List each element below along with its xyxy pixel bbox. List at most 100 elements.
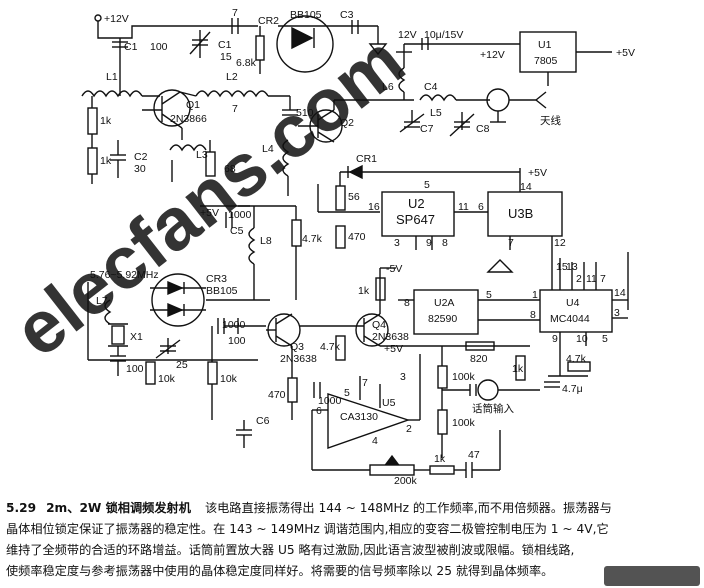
label-bb105a: BB105	[290, 9, 322, 21]
label-u4: U4	[566, 297, 580, 309]
label-c1b-val: 15	[220, 51, 232, 63]
label-l1: L1	[106, 71, 118, 83]
label-c4: C4	[424, 81, 438, 93]
label-u2-part: SP647	[396, 212, 435, 227]
label-r1k-e: 1k	[434, 453, 446, 465]
label-cap10u: 10μ/15V	[424, 29, 463, 41]
label-c1000a: 1000	[228, 209, 252, 221]
label-r1k-a: 1k	[100, 115, 112, 127]
label-cr1: CR1	[356, 153, 377, 165]
label-r100k-b: 100k	[452, 417, 476, 429]
label-freq: 5.76~5.92MHz	[90, 269, 159, 281]
label-u2a-part: 82590	[428, 313, 457, 325]
label-r68: 68	[224, 163, 236, 175]
label-r820: 820	[470, 353, 488, 365]
label-pin11b: 11	[586, 273, 597, 285]
label-pin4: 4	[372, 435, 378, 447]
label-r470a: 470	[348, 231, 366, 243]
label-bb105b: BB105	[206, 285, 238, 297]
label-l3: L3	[196, 149, 208, 161]
label-l7: L7	[96, 295, 108, 307]
label-pin8b: 8	[404, 297, 410, 309]
label-pin5a: 5	[424, 179, 430, 191]
label-r470b: 470	[268, 389, 286, 401]
caption-number: 5.29	[6, 501, 37, 515]
label-c7: C7	[420, 123, 434, 135]
label-c1b: C1	[218, 39, 232, 51]
label-u5-part: CA3130	[340, 411, 378, 423]
label-pin3a: 3	[394, 237, 400, 249]
label-r10k-b: 10k	[220, 373, 238, 385]
label-u1: U1	[538, 39, 552, 51]
label-mic: 话筒输入	[472, 402, 514, 415]
label-r47k-b: 4.7k	[320, 341, 341, 353]
label-pin11: 11	[458, 201, 469, 213]
label-pin6b: 6	[316, 405, 322, 417]
label-c2-val: 30	[134, 163, 146, 175]
label-c8: C8	[476, 123, 490, 135]
label-plus5v-c: +5V	[200, 207, 219, 219]
label-pin2b: 2	[406, 423, 412, 435]
label-cr2: CR2	[258, 15, 279, 27]
label-minus5v: -5V	[386, 263, 402, 275]
label-q3-part: 2N3638	[280, 353, 317, 365]
label-pin7c: 7	[362, 377, 368, 389]
caption-text-1: 该电路直接振荡得出 144 ~ 148MHz 的工作频率,而不用倍频器。振荡器与	[204, 501, 612, 515]
label-r1k-d: 1k	[512, 363, 524, 375]
label-c100b: 100	[228, 335, 246, 347]
caption-line-2: 晶体相位锁定保证了振荡器的稳定性。在 143 ~ 149MHz 调谐范围内,相应…	[6, 522, 609, 536]
label-l2: L2	[226, 71, 238, 83]
label-q4: Q4	[372, 319, 386, 331]
label-antenna: 天线	[540, 114, 561, 127]
label-plus5v-d: +5V	[384, 343, 403, 355]
label-q4-part: 2N3638	[372, 331, 409, 343]
label-c510: 510	[296, 107, 314, 119]
label-plus12v: +12V	[104, 13, 129, 25]
label-pin8c: 8	[530, 309, 536, 321]
label-pin14b: 14	[614, 287, 626, 299]
label-l5: L5	[430, 107, 442, 119]
label-u3b: U3B	[508, 206, 533, 221]
label-pin7a: 7	[508, 237, 514, 249]
label-x1: X1	[130, 331, 143, 343]
label-pin5d: 5	[344, 387, 350, 399]
label-r47k-a: 4.7k	[302, 233, 323, 245]
schematic-diagram: elecfans.com +12V C1 100 7 C1 15 CR2 BB1…	[0, 7, 635, 487]
label-r47k-c: 4.7k	[566, 353, 587, 365]
label-u4-part: MC4044	[550, 313, 590, 325]
label-r56: 56	[348, 191, 360, 203]
label-l6: L6	[382, 81, 394, 93]
label-c47u: 4.7μ	[562, 383, 583, 395]
label-r100k-a: 100k	[452, 371, 476, 383]
corner-watermark-logo	[604, 566, 700, 586]
label-pin10: 10	[576, 333, 588, 345]
label-q3: Q3	[290, 341, 304, 353]
label-c100c: 100	[126, 363, 144, 375]
label-c1000b: 1000	[222, 319, 246, 331]
label-q2: Q2	[340, 117, 354, 129]
label-pin13: 13	[566, 261, 578, 273]
label-plus12v-b: 12V	[398, 29, 417, 41]
label-pin3b: 3	[614, 307, 620, 319]
label-pin14a: 14	[520, 181, 532, 193]
label-u5: U5	[382, 397, 396, 409]
label-c1000c: 1000	[318, 395, 342, 407]
caption-line-3: 维持了全频带的合适的环路增益。话筒前置放大器 U5 略有过激励,因此语言波型被削…	[6, 543, 575, 557]
label-pin9a: 9	[426, 237, 432, 249]
label-r68k: 6.8k	[236, 57, 257, 69]
label-r1k-b: 1k	[100, 155, 112, 167]
label-pin1: 1	[532, 289, 538, 301]
label-pin6a: 6	[478, 201, 484, 213]
label-q1: Q1	[186, 99, 200, 111]
caption-line-4: 使频率稳定度与参考振荡器中使用的晶体稳定度同样好。将需要的信号频率除以 25 就…	[6, 564, 554, 578]
label-cap100a: 100	[150, 41, 168, 53]
label-pin5b: 5	[486, 289, 492, 301]
label-pin5c: 5	[602, 333, 608, 345]
label-l8: L8	[260, 235, 272, 247]
label-c25: 25	[176, 359, 188, 371]
label-plus12v-c: +12V	[480, 49, 505, 61]
label-seven-b: 7	[232, 103, 238, 115]
label-u2a: U2A	[434, 297, 454, 309]
label-pin8a: 8	[442, 237, 448, 249]
